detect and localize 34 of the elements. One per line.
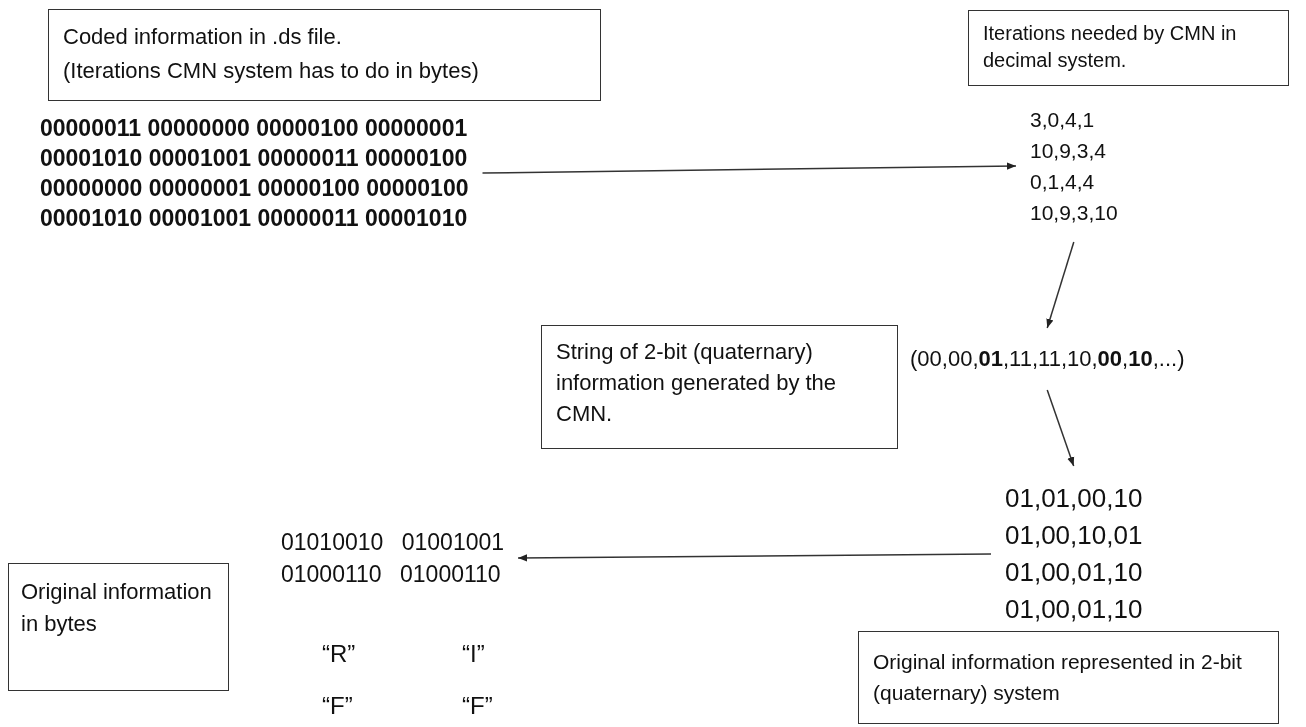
caption-text: Coded information in .ds file. [63,23,342,51]
caption-text: (Iterations CMN system has to do in bytes) [63,57,479,85]
data-row-text: 00000000 00000001 00000100 00000100 [40,174,469,203]
data-row-text: 10,9,3,10 [1030,200,1118,226]
arrow [1046,241,1075,329]
character-label: “I” [462,640,485,668]
caption-box [968,10,1289,86]
data-row-text: 01010010 01001001 [281,528,505,557]
caption-box [541,325,898,449]
data-row-text: 00001010 00001001 00000011 00000100 [40,144,468,173]
arrow [1046,389,1075,467]
data-row-text: 3,0,4,1 [1030,107,1095,133]
arrow [481,162,1017,174]
data-row-text: 01,00,10,01 [1005,519,1143,552]
character-label: “F” [322,692,353,720]
data-row-text: 00001010 00001001 00000011 00001010 [40,204,468,233]
data-row-text: 0,1,4,4 [1030,169,1095,195]
arrow [517,553,992,562]
data-row-text: (00,00,01,11,11,10,00,10,...) [910,345,1185,373]
caption-box [8,563,229,691]
caption-text: Original information represented in 2-bit (quaternary) system [873,649,1243,706]
caption-text: Original information in bytes [21,578,213,638]
data-row-text: 01,01,00,10 [1005,482,1143,515]
data-row-text: 01,00,01,10 [1005,593,1143,626]
caption-box [48,9,601,101]
caption-text: Iterations needed by CMN in decimal system. [983,21,1238,73]
character-label: “F” [462,692,493,720]
caption-text: String of 2-bit (quaternary) information generated by the CMN. [556,338,838,428]
data-row-text: 10,9,3,4 [1030,138,1106,164]
character-label: “R” [322,640,356,668]
data-row-text: 00000011 00000000 00000100 00000001 [40,114,468,143]
caption-box [858,631,1279,724]
data-row-text: 01000110 01000110 [281,560,501,589]
data-row-text: 01,00,01,10 [1005,556,1143,589]
